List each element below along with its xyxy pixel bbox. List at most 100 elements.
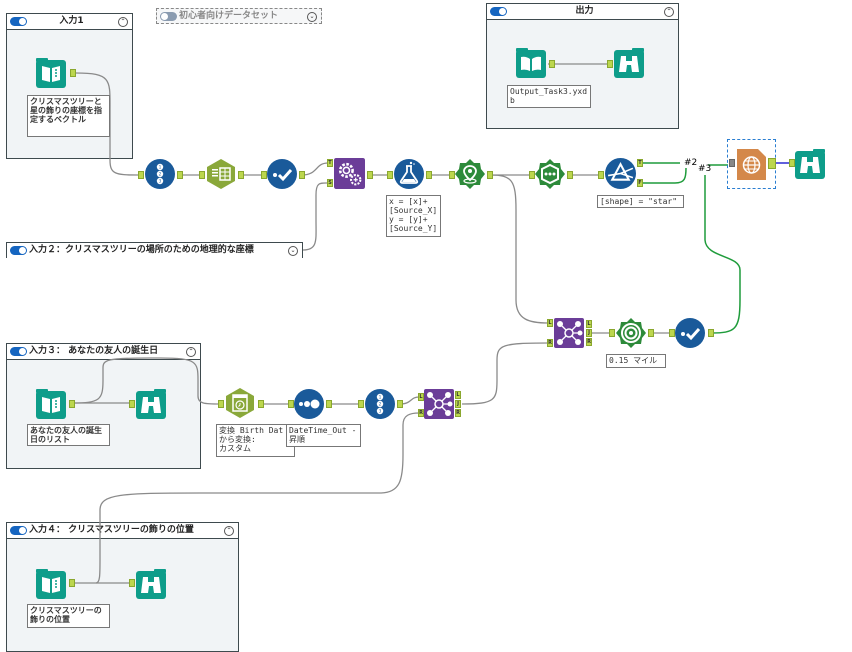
collapse-icon[interactable]: ⌃ (664, 7, 674, 17)
container-header[interactable]: 入力２：クリスマスツリーの場所のための地理的な座標 ⌄ (7, 243, 302, 258)
expand-icon[interactable]: ⌄ (288, 246, 298, 256)
input-anchor-right[interactable]: R (547, 339, 553, 347)
collapse-icon[interactable]: ⌃ (118, 17, 128, 27)
select-tool[interactable] (267, 159, 297, 189)
browse-tool[interactable] (136, 389, 166, 419)
tool-annotation: クリスマスツリーと星の飾りの座標を指定するベクトル (27, 95, 110, 137)
join-tool[interactable] (554, 318, 584, 348)
input-anchor[interactable] (261, 171, 267, 179)
browse-tool[interactable] (795, 149, 825, 179)
output-anchor[interactable] (367, 171, 373, 179)
formula-tool[interactable] (394, 159, 424, 189)
container-header[interactable]: 入力４： クリスマスツリーの飾りの位置 ⌃ (7, 523, 238, 539)
output-anchor-true[interactable]: T (637, 159, 643, 167)
create-points-tool[interactable] (455, 159, 485, 189)
input-anchor[interactable] (609, 329, 615, 337)
output-anchor[interactable] (487, 171, 493, 179)
input-anchor[interactable] (789, 159, 795, 167)
globe-icon (737, 149, 766, 180)
input-anchor[interactable] (387, 171, 393, 179)
container-toggle[interactable] (10, 246, 27, 255)
output-anchor[interactable] (299, 171, 305, 179)
container-toggle[interactable] (10, 347, 27, 356)
browse-tool[interactable] (136, 569, 166, 599)
map-pin-icon (455, 159, 485, 189)
output-anchor[interactable] (69, 579, 75, 587)
input-anchor[interactable] (358, 400, 364, 408)
container-header[interactable]: 出力 ⌃ (487, 4, 678, 20)
output-browse-tool[interactable] (614, 48, 644, 78)
input-anchor[interactable] (218, 400, 224, 408)
svg-text:1: 1 (159, 165, 162, 170)
expand-icon[interactable]: ⌄ (307, 12, 317, 22)
container-toggle[interactable] (490, 7, 507, 16)
output-anchor-right[interactable]: R (586, 338, 592, 346)
trade-area-tool[interactable] (616, 318, 646, 348)
input-anchor[interactable] (138, 171, 144, 179)
output-anchor[interactable] (549, 60, 555, 68)
output-anchor[interactable] (768, 158, 776, 169)
container-toggle[interactable] (10, 17, 27, 26)
output-anchor[interactable] (69, 400, 75, 408)
input-data-tool[interactable] (36, 569, 66, 599)
input-anchor[interactable] (199, 171, 205, 179)
input-anchor-right[interactable]: R (418, 409, 424, 417)
output-anchor[interactable] (397, 400, 403, 408)
output-anchor[interactable] (708, 329, 714, 337)
input-anchor-source[interactable]: S (327, 179, 333, 187)
input-anchor[interactable] (669, 329, 675, 337)
filter-tool[interactable] (605, 158, 636, 189)
output-anchor[interactable] (426, 171, 432, 179)
join-tool[interactable] (424, 389, 454, 419)
output-anchor[interactable] (567, 171, 573, 179)
output-anchor-right[interactable]: R (455, 409, 461, 417)
input-data-tool[interactable] (36, 389, 66, 419)
input-anchor[interactable] (529, 171, 535, 179)
output-anchor-join[interactable]: J (586, 329, 592, 337)
output-anchor[interactable] (258, 400, 264, 408)
output-anchor-left[interactable]: L (455, 391, 461, 399)
sort-tool[interactable] (294, 389, 324, 419)
output-anchor-join[interactable]: J (455, 400, 461, 408)
render-tool[interactable] (737, 149, 766, 180)
input-anchor[interactable] (607, 60, 613, 68)
container-input1[interactable]: 入力1 ⌃ (6, 13, 133, 159)
container-header[interactable]: 入力1 ⌃ (7, 14, 132, 30)
output-data-tool[interactable] (516, 48, 546, 78)
datetime-tool[interactable] (225, 388, 255, 418)
input-anchor[interactable] (129, 579, 135, 587)
input-data-tool[interactable] (36, 58, 66, 88)
output-anchor[interactable] (648, 329, 654, 337)
container-header[interactable]: 入力３： あなたの友人の誕生日 ⌃ (7, 344, 200, 360)
input-anchor[interactable] (449, 171, 455, 179)
append-fields-tool[interactable] (334, 158, 365, 189)
output-anchor-false[interactable]: F (637, 179, 643, 187)
output-anchor[interactable] (70, 69, 76, 77)
output-anchor[interactable] (238, 171, 244, 179)
input-anchor[interactable] (598, 171, 604, 179)
spatial-tool[interactable] (535, 159, 565, 189)
filter-prism-icon (605, 158, 636, 189)
container-beginner-dataset[interactable]: 初心者向けデータセット ⌄ (156, 8, 322, 24)
output-anchor-left[interactable]: L (586, 320, 592, 328)
input-anchor-left[interactable]: L (418, 393, 424, 401)
input-anchor-target[interactable]: T (327, 159, 333, 167)
text-to-columns-tool[interactable] (206, 159, 236, 189)
input-anchor[interactable] (288, 400, 294, 408)
collapse-icon[interactable]: ⌃ (186, 347, 196, 357)
select-tool[interactable] (675, 318, 705, 348)
input-anchor-multi[interactable] (729, 159, 735, 167)
check-icon (267, 159, 297, 189)
container-toggle[interactable] (160, 12, 177, 21)
collapse-icon[interactable]: ⌃ (224, 526, 234, 536)
input-anchor-left[interactable]: L (547, 319, 553, 327)
container-input2[interactable]: 入力２：クリスマスツリーの場所のための地理的な座標 ⌄ (6, 242, 303, 258)
wireless-label: #3 (698, 164, 712, 174)
output-anchor[interactable] (177, 171, 183, 179)
output-anchor[interactable] (326, 400, 332, 408)
input-anchor[interactable] (129, 400, 135, 408)
container-output[interactable]: 出力 ⌃ (486, 3, 679, 129)
container-toggle[interactable] (10, 526, 27, 535)
